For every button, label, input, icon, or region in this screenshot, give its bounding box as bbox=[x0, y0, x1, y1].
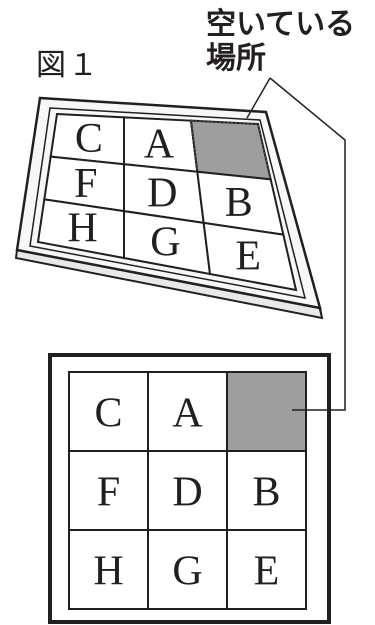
perspective-tile-letter: D bbox=[147, 171, 177, 217]
perspective-tile-letter: F bbox=[74, 161, 97, 207]
flat-tile-letter: B bbox=[252, 470, 280, 516]
flat-tile-letter: H bbox=[93, 549, 123, 595]
perspective-empty-cell bbox=[191, 121, 271, 180]
flat-tile-letter: G bbox=[172, 549, 202, 595]
flat-tile-letter: F bbox=[97, 470, 120, 516]
flat-tile-letter: C bbox=[94, 391, 122, 437]
flat-empty-cell bbox=[227, 372, 306, 451]
flat-tile-letter: A bbox=[172, 391, 203, 437]
flat-tile-letter: D bbox=[172, 470, 202, 516]
perspective-tile-letter: B bbox=[225, 180, 253, 226]
flat-board: C A F D B H G E bbox=[50, 355, 329, 622]
perspective-tile-letter: H bbox=[67, 206, 97, 252]
perspective-tile-letter: A bbox=[144, 122, 175, 168]
perspective-tile-letter: C bbox=[75, 116, 103, 162]
perspective-tile-letter: G bbox=[150, 220, 180, 266]
perspective-tile-letter: E bbox=[235, 233, 261, 279]
flat-tile-letter: E bbox=[254, 549, 280, 595]
